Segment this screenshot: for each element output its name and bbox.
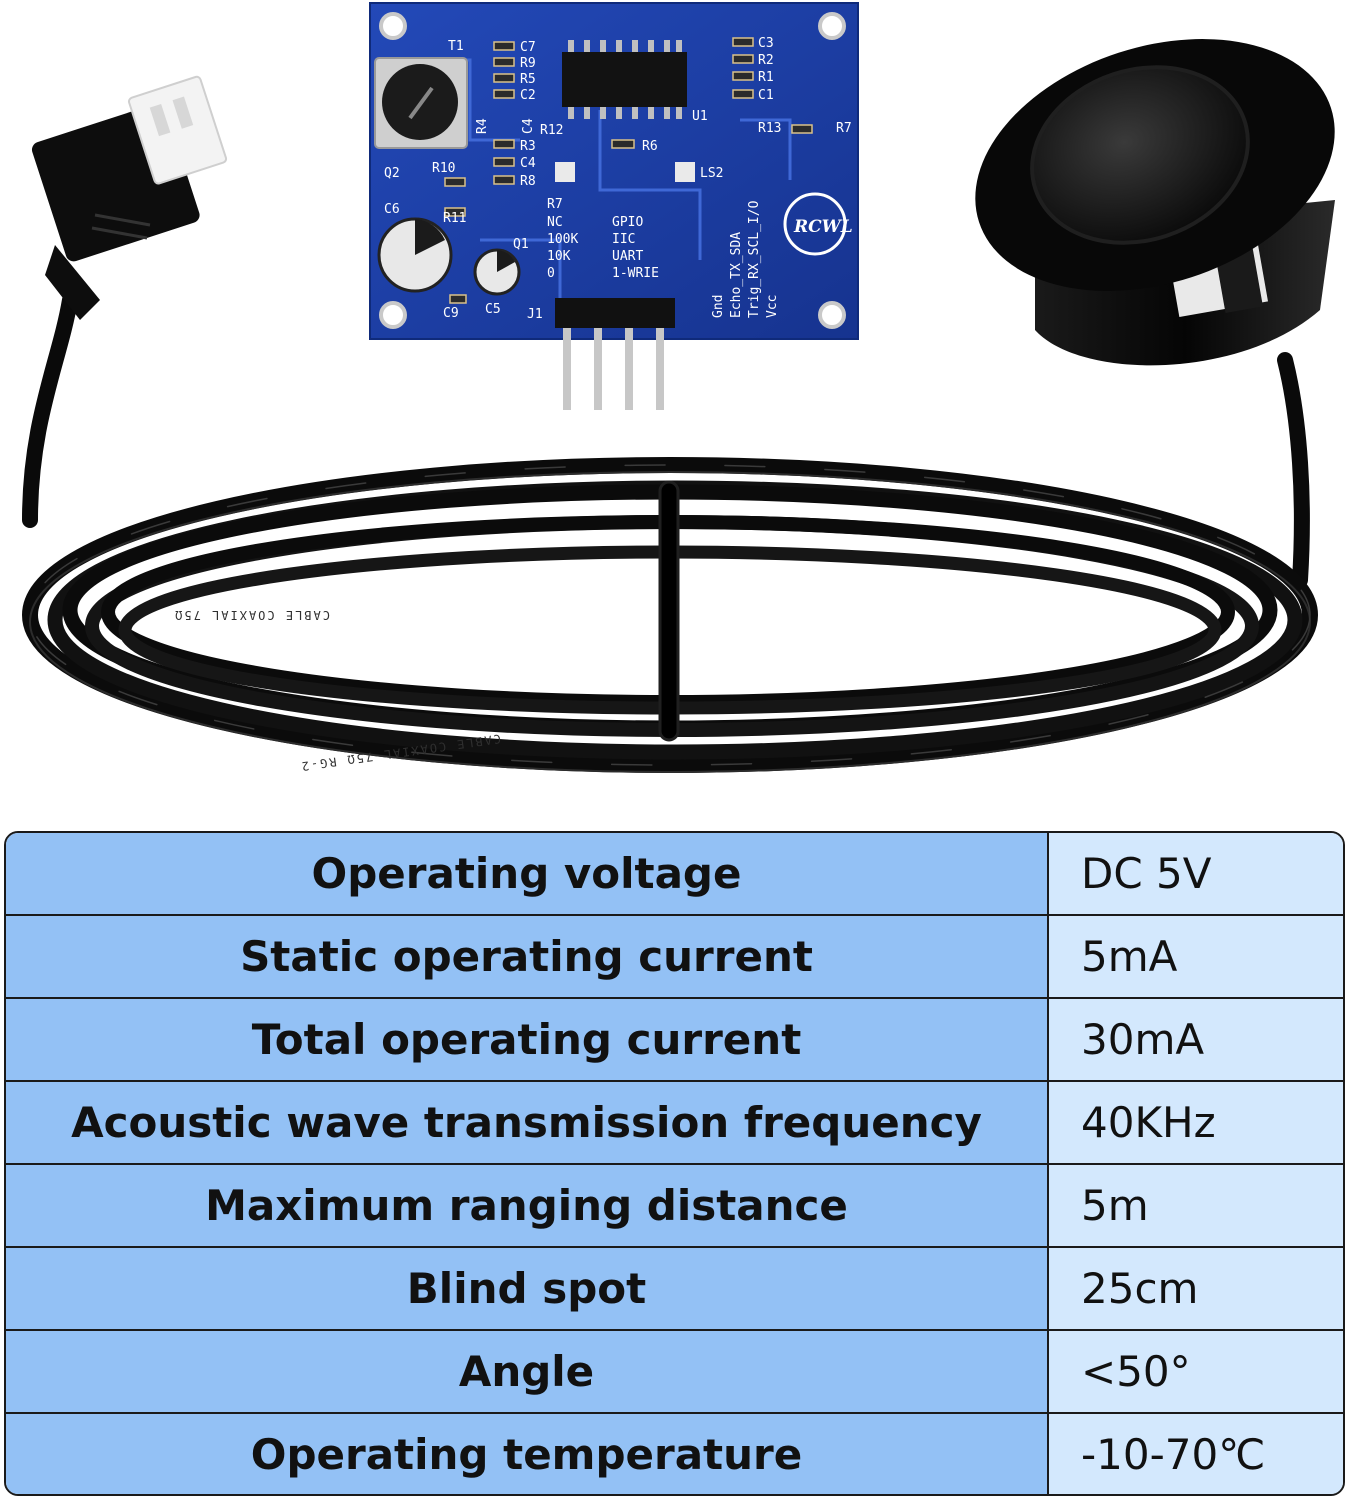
label-r8: R8 [520, 174, 536, 189]
mode-nc: NC [547, 215, 563, 230]
pin-echo: Echo_TX_SDA [729, 232, 744, 318]
label-r2: R2 [758, 53, 774, 68]
spec-param: Operating temperature [6, 1414, 1049, 1494]
label-t1: T1 [448, 39, 464, 54]
cable-print-upper: CABLE COAXIAL 75Ω [173, 608, 330, 622]
spec-value: 40KHz [1049, 1082, 1343, 1163]
table-row: Operating voltage DC 5V [6, 833, 1343, 916]
mode-r7: R7 [547, 197, 563, 212]
label-j1: J1 [527, 307, 543, 322]
mode-10k: 10K [547, 249, 571, 264]
table-row: Blind spot 25cm [6, 1248, 1343, 1331]
label-r4: R4 [475, 118, 490, 134]
label-c7: C7 [520, 40, 536, 55]
spec-value: 30mA [1049, 999, 1343, 1080]
cable-connector [31, 75, 228, 320]
label-c4-top: C4 [521, 118, 536, 134]
mode-uart: UART [612, 249, 643, 264]
label-r9: R9 [520, 56, 536, 71]
mode-0: 0 [547, 266, 555, 281]
label-c9: C9 [443, 306, 459, 321]
ultrasonic-probe [975, 39, 1335, 366]
spec-param: Angle [6, 1331, 1049, 1412]
mode-gpio: GPIO [612, 215, 643, 230]
label-q2: Q2 [384, 166, 400, 181]
table-row: Static operating current 5mA [6, 916, 1343, 999]
label-r13: R13 [758, 121, 781, 136]
table-row: Angle <50° [6, 1331, 1343, 1414]
spec-value: 5mA [1049, 916, 1343, 997]
label-c4: C4 [520, 156, 536, 171]
coiled-cable [22, 292, 1318, 773]
label-r12: R12 [540, 123, 563, 138]
board-logo: RCWL [793, 217, 853, 237]
label-r10: R10 [432, 161, 455, 176]
pin-vcc: Vcc [765, 295, 780, 318]
table-row: Operating temperature -10-70℃ [6, 1414, 1343, 1494]
mode-100k: 100K [547, 232, 578, 247]
label-r11: R11 [443, 211, 466, 226]
spec-table: Operating voltage DC 5V Static operating… [4, 831, 1345, 1496]
spec-param: Static operating current [6, 916, 1049, 997]
label-r6: R6 [642, 139, 658, 154]
label-r5: R5 [520, 72, 536, 87]
spec-value: 5m [1049, 1165, 1343, 1246]
spec-value: -10-70℃ [1049, 1414, 1343, 1494]
spec-value: 25cm [1049, 1248, 1343, 1329]
spec-value: DC 5V [1049, 833, 1343, 914]
spec-param: Blind spot [6, 1248, 1049, 1329]
label-r3: R3 [520, 139, 536, 154]
spec-param: Acoustic wave transmission frequency [6, 1082, 1049, 1163]
label-r1: R1 [758, 70, 774, 85]
pin-gnd: Gnd [711, 295, 726, 318]
label-q1: Q1 [513, 237, 529, 252]
spec-param: Total operating current [6, 999, 1049, 1080]
label-c2: C2 [520, 88, 536, 103]
pcb-module: RCWL T1 C7 R9 R5 C2 C3 R2 R1 C1 U1 R4 C4… [369, 2, 859, 410]
spec-value: <50° [1049, 1331, 1343, 1412]
label-c6: C6 [384, 202, 400, 217]
label-r7-top: R7 [836, 121, 852, 136]
spec-param: Maximum ranging distance [6, 1165, 1049, 1246]
table-row: Total operating current 30mA [6, 999, 1343, 1082]
mode-1wire: 1-WRIE [612, 266, 659, 281]
pin-trig: Trig_RX_SCL_I/O [747, 200, 762, 318]
label-u1: U1 [692, 109, 708, 124]
label-c5: C5 [485, 302, 501, 317]
label-ls2: LS2 [700, 166, 723, 181]
label-c3: C3 [758, 36, 774, 51]
table-row: Maximum ranging distance 5m [6, 1165, 1343, 1248]
table-row: Acoustic wave transmission frequency 40K… [6, 1082, 1343, 1165]
product-photo: CABLE COAXIAL 75Ω CABLE COAXIAL 75Ω RG-2 [22, 2, 1335, 774]
spec-param: Operating voltage [6, 833, 1049, 914]
label-c1: C1 [758, 88, 774, 103]
mode-iic: IIC [612, 232, 635, 247]
